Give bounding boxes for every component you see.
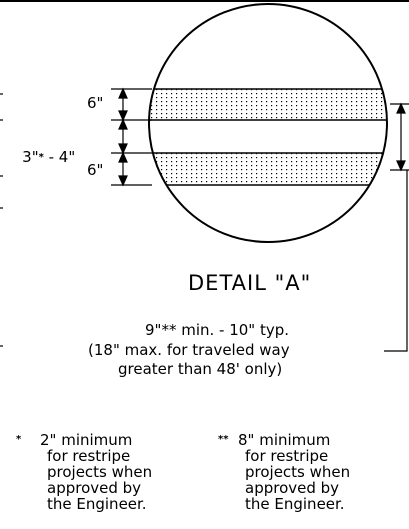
gap-width-end: - 4" xyxy=(43,148,76,166)
note-leader-line xyxy=(384,170,408,352)
detail-circle xyxy=(148,3,388,243)
top-stripe xyxy=(149,89,387,120)
footnote-single-line4: approved by xyxy=(47,479,142,497)
gap-asterisk-marker: * xyxy=(38,152,44,163)
bottom-stripe-width-label: 6" xyxy=(87,161,104,179)
footnote-double-line5: the Engineer. xyxy=(245,495,345,513)
stripes xyxy=(149,88,387,186)
left-edge-fragments xyxy=(0,93,3,347)
footnote-single-line3: projects when xyxy=(47,463,153,481)
footnote-double-line3: projects when xyxy=(245,463,351,481)
top-stripe-width-label: 6" xyxy=(87,94,104,112)
right-extension-lines xyxy=(390,103,409,171)
spacing-note-line2: (18" max. for traveled way xyxy=(88,341,290,359)
footnote-single-line1: 2" minimum xyxy=(40,431,133,449)
footnote-single-line2: for restripe xyxy=(47,447,131,465)
right-dimension-line xyxy=(396,102,406,172)
left-extension-lines xyxy=(111,88,152,186)
spacing-note-line1: 9"** min. - 10" typ. xyxy=(145,321,290,339)
spacing-note-line3: greater than 48' only) xyxy=(118,360,283,378)
footnote-double-marker: ** xyxy=(218,434,229,445)
footnote-double-line1: 8" minimum xyxy=(238,431,331,449)
footnote-double-line4: approved by xyxy=(245,479,340,497)
gap-width-label: 3"* - 4" xyxy=(12,128,75,166)
footnote-single-marker: * xyxy=(16,434,22,445)
gap-width-start: 3" xyxy=(22,148,39,166)
left-dimension-line xyxy=(118,87,128,187)
footnote-double-line2: for restripe xyxy=(245,447,329,465)
bottom-stripe xyxy=(149,153,387,185)
detail-title: DETAIL "A" xyxy=(188,271,312,295)
footnote-single-line5: the Engineer. xyxy=(47,495,147,513)
